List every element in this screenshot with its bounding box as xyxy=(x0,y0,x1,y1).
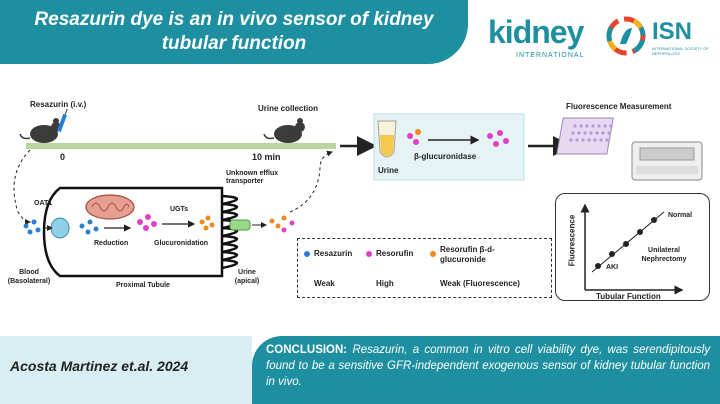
transporter-label: Unknown efflux transporter xyxy=(226,170,279,185)
footer-author-panel: Acosta Martinez et.al. 2024 xyxy=(0,336,252,404)
legend-dot-glucuronide xyxy=(430,251,436,257)
assay-dot-resorufin-2 xyxy=(413,139,419,145)
enzyme-label: β-glucuronidase xyxy=(414,152,477,161)
brush-border xyxy=(221,194,239,270)
assay-out-dot-2 xyxy=(497,130,503,136)
kidney-logo-word: kidney xyxy=(488,14,584,50)
timeline-start-time: 0 xyxy=(60,152,66,162)
graph-box xyxy=(555,193,710,301)
kidney-logo-sub: INTERNATIONAL xyxy=(516,52,585,59)
proximal-tubule-label: Proximal Tubule xyxy=(116,282,170,289)
assay-dot-glucuronide xyxy=(415,129,421,135)
oat1-label: OAT1 xyxy=(34,200,53,207)
legend-signal-glucuronide: Weak (Fluorescence) xyxy=(440,279,520,288)
graph-x-label: Tubular Function xyxy=(596,292,661,301)
legend-signal-resorufin: High xyxy=(376,279,394,288)
legend-box: Resazurin Resorufin Resorufin β-d-glucur… xyxy=(297,238,552,298)
assay-panel xyxy=(373,113,525,181)
graph-normal-label: Normal xyxy=(668,212,693,219)
assay-out-dot-3 xyxy=(493,141,499,147)
blood-label: Blood (Basolateral) xyxy=(7,269,51,285)
graph-point-aki xyxy=(595,263,601,269)
timeline-bar xyxy=(26,143,336,149)
assay-out-dot-1 xyxy=(487,133,493,139)
measurement-label: Fluorescence Measurement xyxy=(566,102,672,111)
assay-out-dot-4 xyxy=(503,138,509,144)
graph-point-2 xyxy=(609,251,615,257)
mitochondrion-icon xyxy=(85,194,135,220)
footer-conclusion-panel: CONCLUSION: Resazurin, a common in vitro… xyxy=(252,336,720,404)
timeline-start-label: Resazurin (i.v.) xyxy=(30,100,87,109)
page-title: Resazurin dye is an in vivo sensor of ki… xyxy=(34,9,434,54)
legend-dot-resazurin xyxy=(304,251,310,257)
graph-point-normal xyxy=(651,217,657,223)
isn-logo-sub: INTERNATIONAL SOCIETY OF NEPHROLOGY xyxy=(652,46,709,56)
conclusion-text: Resazurin, a common in vitro cell viabil… xyxy=(266,344,710,388)
tubule-cell-outline xyxy=(42,186,224,278)
isn-logo-word: ISN xyxy=(652,18,693,45)
graph-y-label: Fluorescence xyxy=(567,214,577,267)
efflux-transporter xyxy=(229,219,251,231)
title-banner: Resazurin dye is an in vivo sensor of ki… xyxy=(0,0,468,64)
timeline-end-label: Urine collection xyxy=(258,104,319,113)
graph-unilateral-label: Unilateral Nephrectomy xyxy=(641,247,687,263)
graph-point-4 xyxy=(637,229,643,235)
graph-aki-label: AKI xyxy=(606,264,619,271)
mouse-end-icon xyxy=(263,118,305,143)
legend-label-resorufin: Resorufin xyxy=(376,249,414,258)
legend-dot-resorufin xyxy=(366,251,372,257)
glucuronidation-label: Glucuronidation xyxy=(154,240,209,247)
urine-tube-icon xyxy=(377,120,397,158)
author-citation: Acosta Martinez et.al. 2024 xyxy=(10,358,189,374)
legend-label-resazurin: Resazurin xyxy=(314,249,353,258)
flow-curve-left xyxy=(13,149,31,225)
legend-label-glucuronide: Resorufin β-d-glucuronide xyxy=(440,245,495,264)
oat1-transporter xyxy=(50,217,70,239)
reduction-label: Reduction xyxy=(94,240,129,247)
urine-label: Urine xyxy=(378,166,399,175)
graph-point-3 xyxy=(623,241,629,247)
ugts-label: UGTs xyxy=(170,206,189,213)
isn-emblem-icon xyxy=(606,16,646,56)
mouse-start-icon xyxy=(19,118,61,143)
flow-curve-right xyxy=(289,150,333,213)
kidney-international-logo: kidney INTERNATIONAL xyxy=(488,12,592,60)
assay-dot-resorufin xyxy=(407,133,413,139)
plate-reader-icon xyxy=(556,117,703,181)
conclusion-label: CONCLUSION: xyxy=(266,344,348,356)
timeline-end-time: 10 min xyxy=(252,152,281,162)
isn-logo: ISN INTERNATIONAL SOCIETY OF NEPHROLOGY xyxy=(604,14,714,60)
urine-apical-label: Urine (apical) xyxy=(234,269,260,285)
syringe-icon xyxy=(57,108,68,133)
diagram-canvas xyxy=(13,108,703,295)
legend-signal-resazurin: Weak xyxy=(314,279,335,288)
